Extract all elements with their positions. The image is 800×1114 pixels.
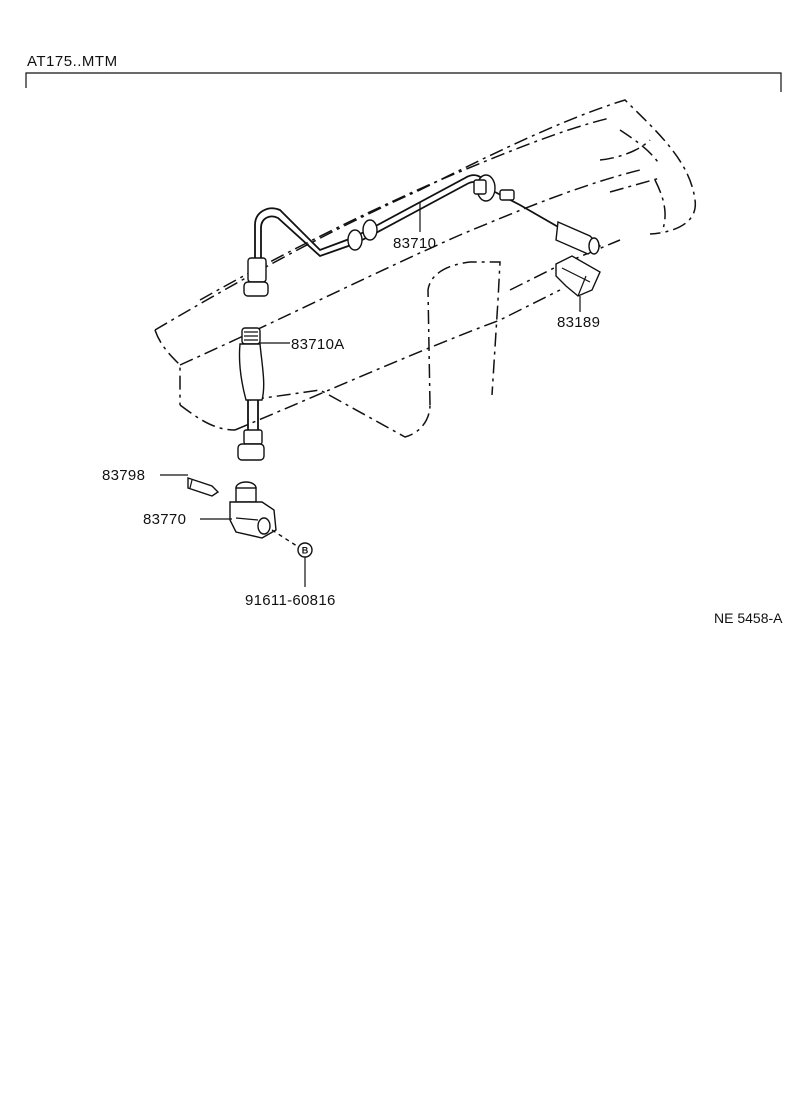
cable-clamp xyxy=(555,255,601,297)
figure-reference: NE 5458-A xyxy=(714,610,783,626)
leader-lines xyxy=(160,203,581,587)
part-label-91611-60816: 91611-60816 xyxy=(245,592,336,609)
instrument-panel-outline xyxy=(154,99,696,438)
cable-hose xyxy=(237,327,265,461)
part-label-83798: 83798 xyxy=(102,467,145,484)
retainer-pin xyxy=(187,477,220,497)
bolt-part: B xyxy=(271,529,313,558)
model-code-title: AT175..MTM xyxy=(27,53,118,70)
part-label-83770: 83770 xyxy=(143,511,186,528)
part-label-83710: 83710 xyxy=(393,235,436,252)
header-bracket xyxy=(25,72,782,92)
driven-gear-housing xyxy=(229,481,277,539)
part-label-83710a: 83710A xyxy=(291,336,345,353)
speedometer-cable xyxy=(243,174,602,297)
bolt-marker: B xyxy=(302,546,309,556)
part-label-83189: 83189 xyxy=(557,314,600,331)
